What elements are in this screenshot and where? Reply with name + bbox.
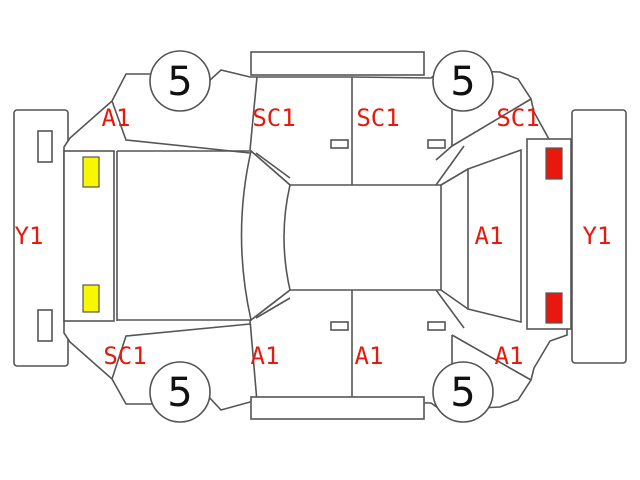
tread-front-left: 5: [167, 59, 192, 105]
top-fender-line: [111, 100, 251, 154]
yellow-lamp: [82, 156, 100, 188]
tread-rear-right: 5: [450, 370, 475, 416]
rear-pillar-top: [440, 168, 469, 186]
front-bumper-lower-slot: [37, 309, 53, 342]
red-lamp: [545, 147, 563, 180]
code-front-left-fender: A1: [102, 104, 131, 132]
door-handle-bottom-rear: [427, 321, 446, 331]
front-bumper-upper-slot: [37, 130, 53, 163]
tire-front-left: [149, 50, 211, 112]
rear-bumper: [571, 109, 627, 364]
rear-door-lower-edge: [435, 289, 465, 329]
door-handle-bottom-front: [330, 321, 349, 331]
running-board-top: [250, 51, 425, 76]
code-rear-right-door: A1: [355, 342, 384, 370]
tire-front-right: [149, 361, 211, 423]
bottom-fender-line: [111, 323, 251, 380]
bottom-quarter-line: [451, 334, 532, 381]
tread-front-right: 5: [167, 370, 192, 416]
code-front-right-fender: SC1: [103, 342, 146, 370]
code-front-bumper: Y1: [15, 222, 44, 250]
top-front-door-line: [249, 76, 258, 151]
yellow-lamp: [82, 284, 100, 313]
code-rear-left-door: SC1: [356, 104, 399, 132]
door-handle-top-front: [330, 139, 349, 149]
code-rear-left-quarter: SC1: [496, 104, 539, 132]
tire-rear-right: [432, 361, 494, 423]
bottom-front-door-line: [249, 319, 258, 403]
code-rear-right-quarter: A1: [495, 342, 524, 370]
red-lamp: [545, 292, 563, 324]
door-handle-top-rear: [427, 139, 446, 149]
rear-door-upper-edge: [435, 145, 465, 186]
code-rear-bumper: Y1: [583, 222, 612, 250]
running-board-bottom: [250, 396, 425, 420]
code-front-right-door: A1: [251, 342, 280, 370]
code-front-left-door: SC1: [252, 104, 295, 132]
rear-window: [467, 148, 522, 324]
windshield-pillar-top: [255, 152, 291, 179]
top-quarter-line: [451, 98, 532, 147]
roof: [283, 184, 442, 291]
windshield: [240, 149, 291, 322]
code-rear-gate: A1: [475, 222, 504, 250]
rear-pillar-bottom: [440, 289, 469, 310]
tire-rear-left: [432, 50, 494, 112]
tread-rear-left: 5: [450, 59, 475, 105]
windshield-pillar-bottom: [255, 297, 291, 319]
